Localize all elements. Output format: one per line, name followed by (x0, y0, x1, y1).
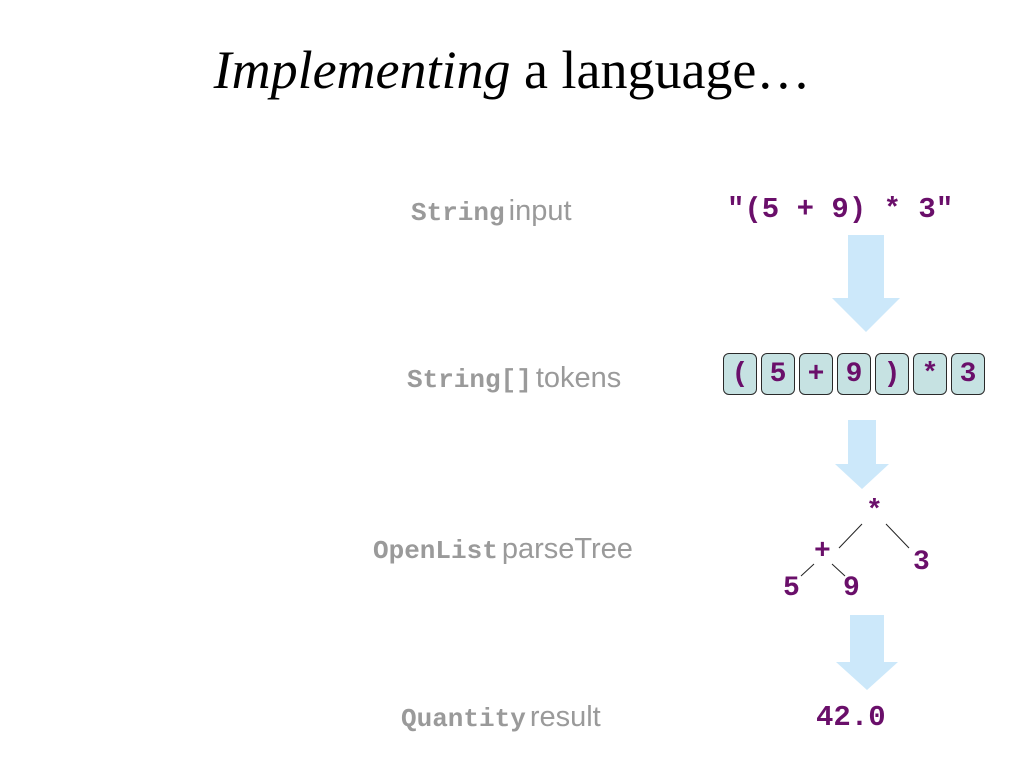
variable-name: parseTree (501, 533, 633, 565)
tree-edges (800, 523, 910, 577)
tree-edge (831, 563, 846, 577)
type-name: OpenList (373, 536, 498, 566)
tree-node-plus: + (814, 536, 831, 567)
slide-title: Implementing a language… (0, 38, 1024, 103)
type-name: Quantity (401, 704, 526, 734)
token-box: 3 (951, 353, 985, 395)
token-box: 9 (837, 353, 871, 395)
type-name: String[] (407, 365, 532, 395)
row-label-parse-tree: OpenList parseTree (373, 533, 633, 566)
title-emphasis: Implementing (213, 40, 511, 100)
parse-tree: * + 3 5 9 (770, 495, 970, 615)
variable-name: result (529, 701, 601, 733)
token-list: ( 5 + 9 ) * 3 (723, 353, 985, 395)
down-arrow-icon (832, 235, 900, 332)
tree-node-root: * (866, 496, 883, 527)
token-box: * (913, 353, 947, 395)
token-box: ) (875, 353, 909, 395)
down-arrow-icon (835, 420, 889, 489)
title-rest: a language… (510, 40, 811, 100)
result-value: 42.0 (816, 701, 886, 734)
token-box: 5 (761, 353, 795, 395)
tree-node-right: 3 (913, 547, 930, 578)
type-name: String (411, 198, 505, 228)
token-box: + (799, 353, 833, 395)
tree-edge (838, 523, 863, 549)
input-string: "(5 + 9) * 3" (727, 193, 954, 226)
variable-name: tokens (535, 362, 622, 394)
down-arrow-icon (836, 615, 898, 690)
token-box: ( (723, 353, 757, 395)
tree-node-left-left: 5 (783, 573, 800, 604)
variable-name: input (508, 195, 572, 227)
tree-edge (800, 563, 815, 577)
row-label-tokens: String[] tokens (407, 362, 622, 395)
row-label-input: String input (411, 195, 572, 228)
tree-node-left-right: 9 (843, 573, 860, 604)
row-label-result: Quantity result (401, 701, 601, 734)
tree-edge (885, 523, 910, 549)
